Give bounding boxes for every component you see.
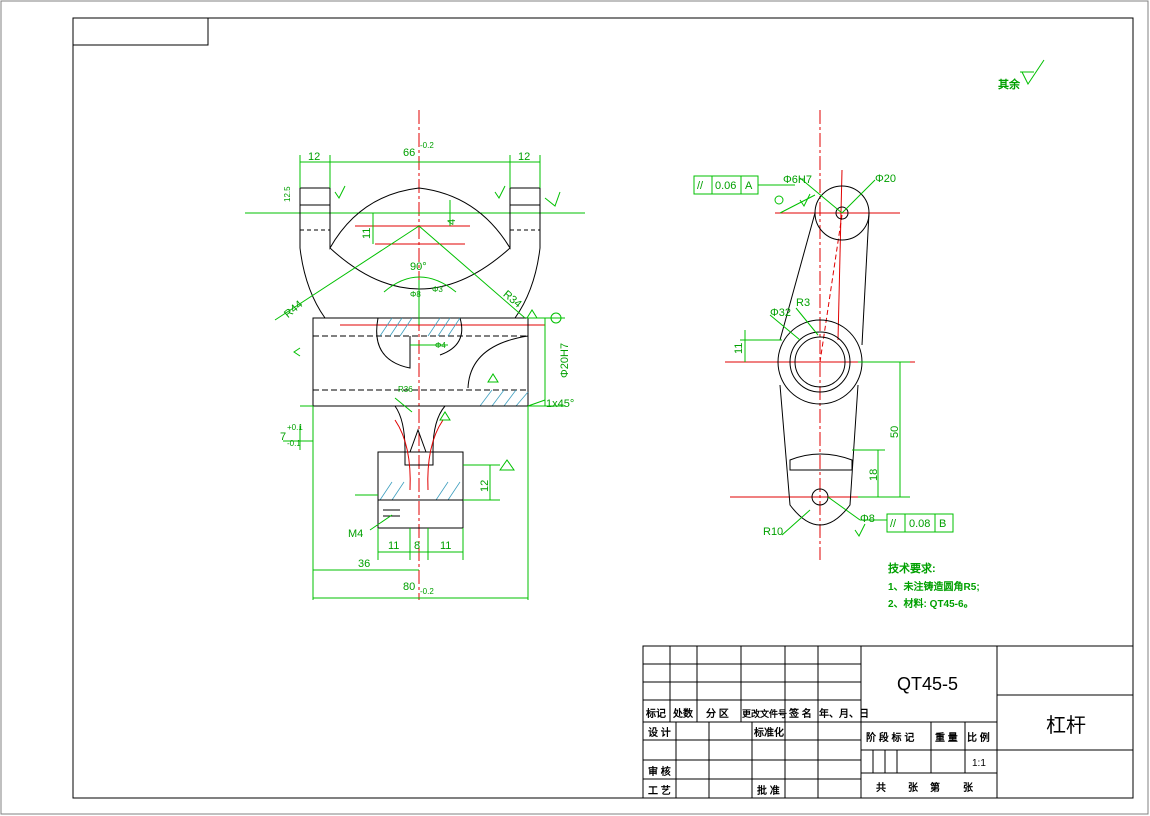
dim-7-up: +0.1	[287, 423, 303, 432]
dim-dia3: Φ3	[432, 285, 443, 294]
side-dim-11: 11	[733, 343, 745, 354]
dim-4: 4	[446, 219, 458, 225]
surface-note-text: 其余	[998, 77, 1021, 91]
side-dim-r3: R3	[796, 297, 810, 309]
tb-header-sign: 签 名	[788, 707, 812, 720]
dim-7: 7	[280, 431, 286, 443]
dim-12-v: 12	[479, 480, 491, 492]
tech-title: 技术要求:	[888, 561, 936, 575]
tb-standard: 标准化	[753, 726, 784, 739]
tb-process: 工 艺	[648, 784, 671, 797]
dim-chamfer: 1x45°	[546, 398, 574, 410]
tb-sheets-total: 共	[876, 781, 886, 794]
dim-11-a: 11	[388, 540, 399, 552]
dim-dia4: Φ4	[435, 341, 446, 350]
tol2-value: 0.08	[909, 518, 930, 530]
material-code: QT45-5	[897, 674, 958, 694]
dim-66-tol: -0.2	[420, 141, 434, 150]
tol2-ref: B	[939, 518, 946, 530]
tb-header-count: 处数	[672, 707, 694, 720]
tb-sheet-num: 第	[930, 781, 940, 794]
dim-dia20h7: Φ20H7	[559, 343, 571, 378]
side-dim-50: 50	[889, 426, 901, 438]
dim-12-right: 12	[518, 151, 530, 163]
tb-scale: 1:1	[972, 758, 986, 769]
surface-finish-note: 其余	[998, 59, 1045, 91]
code-box	[72, 17, 209, 46]
part-name: 杠杆	[1046, 714, 1086, 737]
tb-sheet-unit2: 张	[963, 781, 974, 794]
dim-7-dn: -0.1	[287, 439, 301, 448]
side-dim-r10: R10	[763, 526, 783, 538]
side-dim-18: 18	[868, 469, 880, 481]
dim-36: 36	[358, 558, 370, 570]
tb-design: 设 计	[648, 726, 671, 739]
dim-r36: R36	[398, 385, 413, 394]
dim-11-b: 11	[440, 540, 451, 552]
dim-90deg: 90°	[410, 261, 427, 273]
dim-dia8: Φ8	[410, 290, 421, 299]
tb-ratio: 比 例	[967, 731, 990, 744]
side-dim-dia6h7: Φ6H7	[783, 174, 812, 186]
side-view: // 0.06 A // 0.08 B Φ6H7 Φ20 Φ32 R3 11 5…	[693, 110, 954, 560]
tol1-ref: A	[745, 180, 753, 192]
dim-8: 8	[414, 540, 420, 552]
tol2-symbol: //	[890, 518, 897, 530]
tol1-value: 0.06	[715, 180, 736, 192]
dim-11: 11	[361, 228, 373, 239]
side-dim-dia8: Φ8	[860, 513, 875, 525]
tb-review: 审 核	[648, 765, 671, 778]
dim-12-left: 12	[308, 151, 320, 163]
side-dim-dia32: Φ32	[770, 307, 791, 319]
tb-header-docno: 更改文件号	[742, 708, 787, 719]
dim-m4: M4	[348, 528, 363, 540]
tb-approve: 批 准	[757, 784, 780, 797]
tb-weight: 重 量	[935, 731, 958, 744]
tb-stage: 阶 段 标 记	[866, 731, 914, 744]
tb-sheets-unit: 张	[908, 781, 919, 794]
roughness-symbols: 12.5	[283, 185, 562, 471]
tech-item-1: 1、未注铸造圆角R5;	[888, 580, 980, 593]
dim-80: 80	[403, 581, 415, 593]
title-block: 标记 处数 分 区 更改文件号 签 名 年、月、日 设 计 标准化 审 核 工 …	[642, 645, 1134, 799]
roughness-1: 12.5	[283, 186, 292, 202]
side-dim-dia20: Φ20	[875, 173, 896, 185]
tb-header-zone: 分 区	[706, 707, 729, 720]
dim-80-tol: -0.2	[420, 587, 434, 596]
dim-66: 66	[403, 147, 415, 159]
sheet-border	[72, 17, 1134, 799]
tb-header-date: 年、月、日	[819, 707, 869, 720]
tol1-symbol: //	[697, 180, 704, 192]
tech-item-2: 2、材料: QT45-6。	[888, 597, 974, 610]
tb-header-mark: 标记	[645, 707, 666, 720]
technical-requirements: 技术要求: 1、未注铸造圆角R5; 2、材料: QT45-6。	[888, 561, 980, 610]
